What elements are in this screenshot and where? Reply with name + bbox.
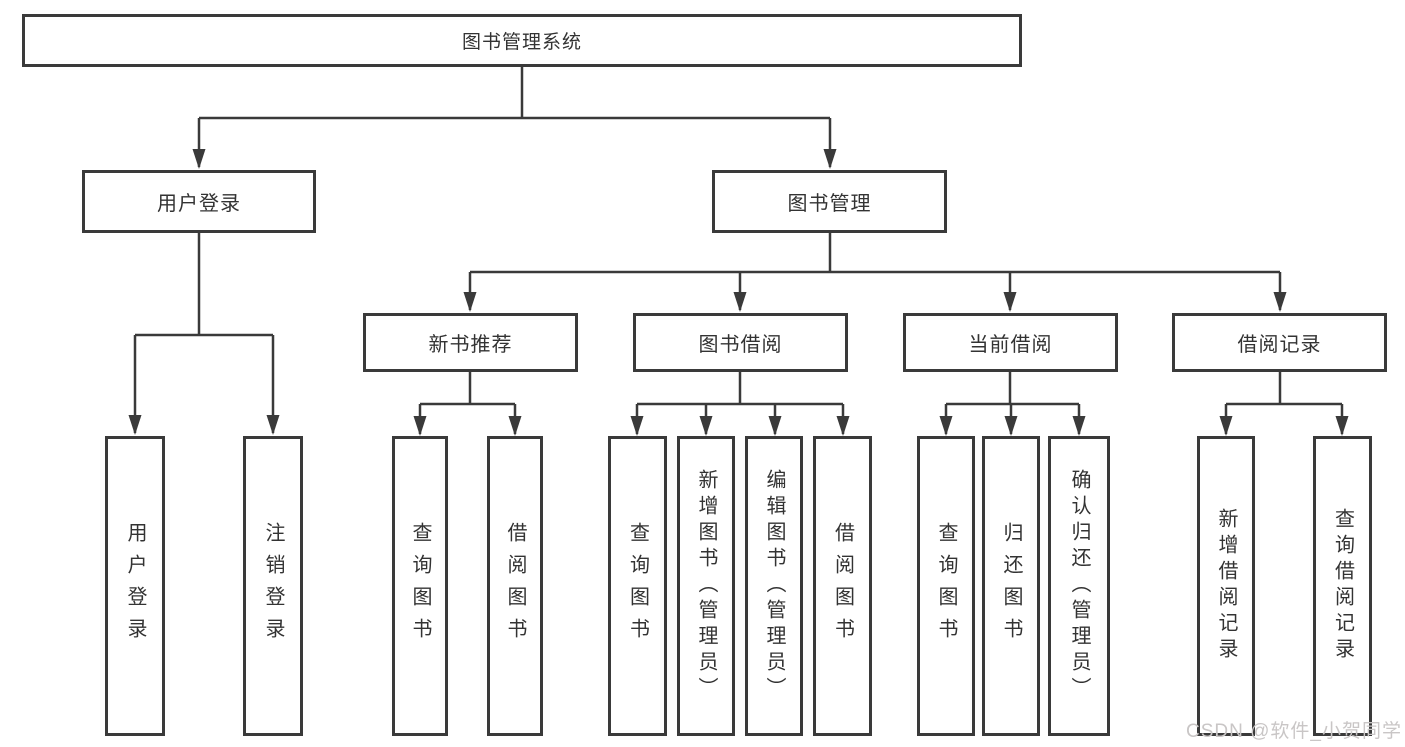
leaf-return-books: 归还图书: [982, 436, 1040, 736]
node-new-book-recommend: 新书推荐: [363, 313, 578, 372]
node-book-borrow: 图书借阅: [633, 313, 848, 372]
leaf-add-borrow-record: 新增借阅记录: [1197, 436, 1255, 736]
node-borrow-records: 借阅记录: [1172, 313, 1387, 372]
leaf-query-books-recommend-label: 查询图书: [409, 522, 431, 650]
node-book-borrow-label: 图书借阅: [698, 334, 783, 356]
node-borrow-records-label: 借阅记录: [1237, 334, 1322, 356]
node-book-management-label: 图书管理: [787, 193, 872, 215]
leaf-borrow-books: 借阅图书: [813, 436, 872, 736]
leaf-add-books-admin: 新增图书（管理员）: [677, 436, 735, 736]
leaf-query-books-borrow-label: 查询图书: [626, 522, 649, 650]
node-root: 图书管理系统: [22, 14, 1022, 67]
leaf-query-books-recommend: 查询图书: [392, 436, 448, 736]
leaf-query-books-current-label: 查询图书: [935, 522, 957, 650]
node-current-borrow: 当前借阅: [903, 313, 1118, 372]
leaf-add-borrow-record-label: 新增借阅记录: [1215, 508, 1237, 664]
node-current-borrow-label: 当前借阅: [968, 334, 1053, 356]
node-user-login: 用户登录: [82, 170, 316, 233]
leaf-query-borrow-record-label: 查询借阅记录: [1331, 508, 1354, 664]
leaf-return-books-label: 归还图书: [1000, 522, 1022, 650]
leaf-logout-label: 注销登录: [262, 522, 284, 650]
node-new-book-recommend-label: 新书推荐: [428, 334, 513, 356]
leaf-borrow-books-recommend-label: 借阅图书: [504, 522, 526, 650]
leaf-borrow-books-recommend: 借阅图书: [487, 436, 543, 736]
node-root-label: 图书管理系统: [461, 32, 582, 53]
leaf-confirm-return-admin-label: 确认归还（管理员）: [1068, 469, 1090, 703]
leaf-query-borrow-record: 查询借阅记录: [1313, 436, 1372, 736]
leaf-confirm-return-admin: 确认归还（管理员）: [1048, 436, 1110, 736]
node-user-login-label: 用户登录: [157, 193, 241, 215]
leaf-query-books-current: 查询图书: [917, 436, 975, 736]
leaf-edit-books-admin: 编辑图书（管理员）: [745, 436, 803, 736]
leaf-edit-books-admin-label: 编辑图书（管理员）: [763, 469, 785, 703]
leaf-query-books-borrow: 查询图书: [608, 436, 667, 736]
leaf-user-login: 用户登录: [105, 436, 165, 736]
leaf-borrow-books-label: 借阅图书: [831, 522, 854, 650]
leaf-logout: 注销登录: [243, 436, 303, 736]
leaf-user-login-label: 用户登录: [124, 522, 146, 650]
leaf-add-books-admin-label: 新增图书（管理员）: [695, 469, 717, 703]
node-book-management: 图书管理: [712, 170, 947, 233]
